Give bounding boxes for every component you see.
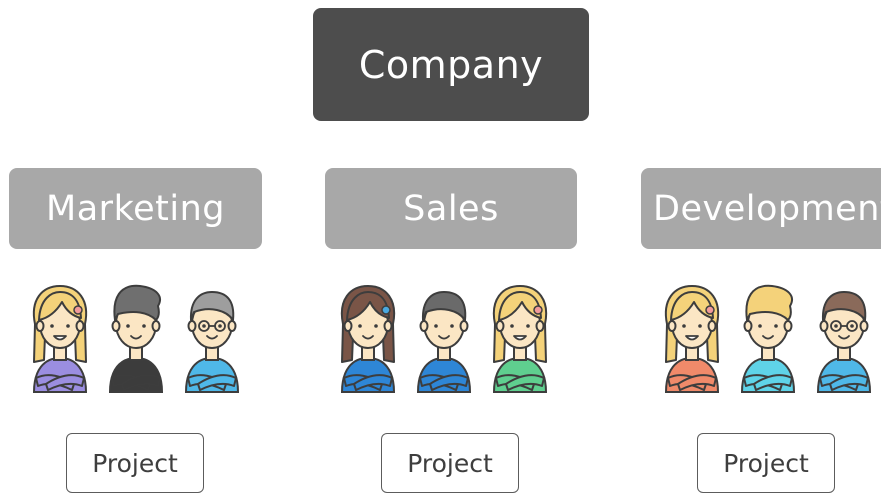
marketing-project-box: Project <box>66 433 204 493</box>
development-person-1-avatar <box>660 280 724 398</box>
department-sales-box: Sales <box>325 168 577 249</box>
development-person-3-avatar <box>812 280 876 398</box>
development-project-box: Project <box>697 433 835 493</box>
marketing-person-2-avatar <box>104 280 168 398</box>
sales-project-box: Project <box>381 433 519 493</box>
company-box: Company <box>313 8 589 121</box>
sales-person-2-avatar <box>412 280 476 398</box>
development-person-2-avatar <box>736 280 800 398</box>
marketing-person-3-avatar <box>180 280 244 398</box>
sales-person-3-avatar <box>488 280 552 398</box>
department-marketing-box: Marketing <box>9 168 262 249</box>
sales-person-1-avatar <box>336 280 400 398</box>
marketing-person-1-avatar <box>28 280 92 398</box>
department-development-box: Development <box>641 168 881 249</box>
